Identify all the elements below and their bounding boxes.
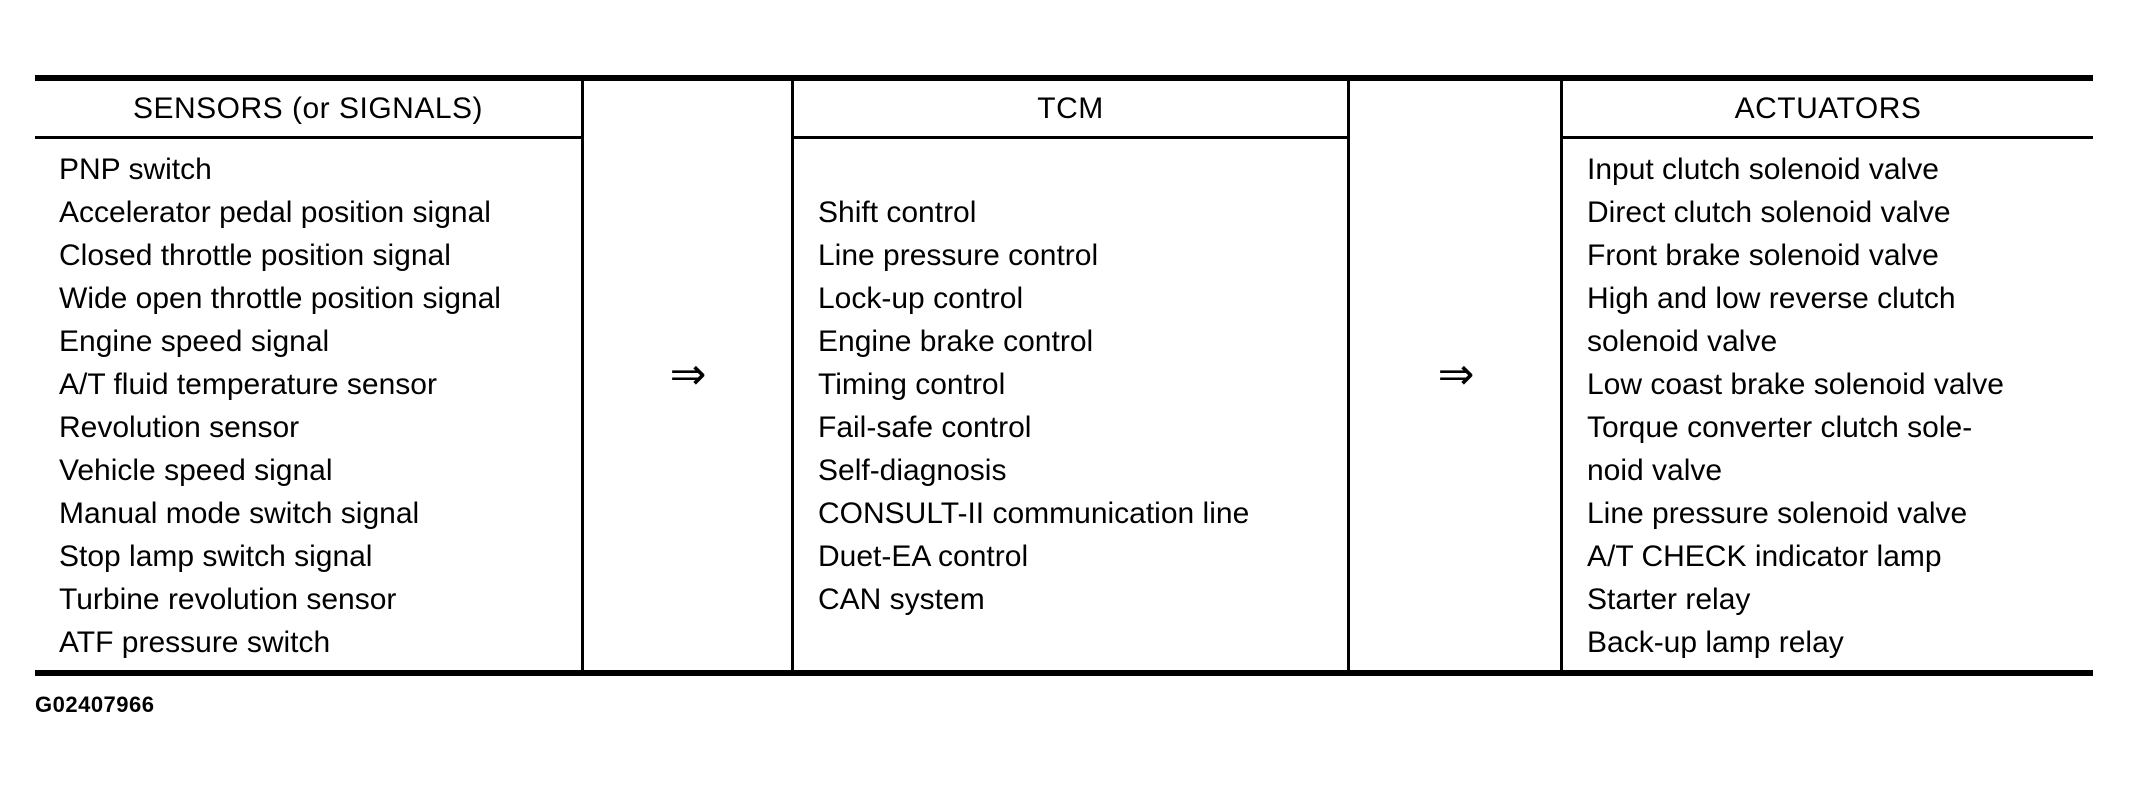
list-line: Fail-safe control [818, 411, 1032, 444]
list-line: A/T CHECK indicator lamp [1587, 540, 1942, 573]
list-line: ATF pressure switch [59, 626, 331, 659]
list-line: Lock-up control [818, 282, 1024, 315]
list-line: Revolution sensor [59, 411, 300, 444]
column-header-tcm-label: TCM [1037, 91, 1104, 125]
list-line: Stop lamp switch signal [59, 540, 373, 573]
list-line: Low coast brake solenoid valve [1587, 368, 2004, 401]
list-line: Back-up lamp relay [1587, 626, 1844, 659]
list-line: A/T fluid temperature sensor [59, 368, 437, 401]
list-line: CAN system [818, 583, 985, 616]
list-line: High and low reverse clutch [1587, 282, 1956, 315]
list-line: Direct clutch solenoid valve [1587, 196, 1951, 229]
table-bottom-rule [35, 670, 2093, 676]
list-line: Input clutch solenoid valve [1587, 153, 1939, 186]
list-line: solenoid valve [1587, 325, 1778, 358]
flow-arrow-icon-2: ⇒ [1437, 349, 1475, 400]
list-line: noid valve [1587, 454, 1723, 487]
list-line: Engine brake control [818, 325, 1094, 358]
list-line: Accelerator pedal position signal [59, 196, 491, 229]
list-line: Front brake solenoid valve [1587, 239, 1939, 272]
list-line: Line pressure control [818, 239, 1099, 272]
list-line: Torque converter clutch sole- [1587, 411, 1973, 444]
list-line: Starter relay [1587, 583, 1751, 616]
column-header-actuators-label: ACTUATORS [1734, 91, 1922, 125]
column-header-sensors-label: SENSORS (or SIGNALS) [132, 91, 484, 125]
list-line: Wide open throttle position signal [59, 282, 501, 315]
list-line: Turbine revolution sensor [59, 583, 397, 616]
column-header-actuators: ACTUATORS [1563, 81, 2093, 139]
table-top-rule [35, 75, 2093, 81]
flow-arrow-icon-1: ⇒ [669, 349, 707, 400]
list-line: Timing control [818, 368, 1006, 401]
list-line: Line pressure solenoid valve [1587, 497, 1968, 530]
figure-code: G02407966 [35, 692, 155, 717]
column-header-sensors: SENSORS (or SIGNALS) [35, 81, 581, 139]
list-line: Self-diagnosis [818, 454, 1007, 487]
list-line: Engine speed signal [59, 325, 330, 358]
list-line: Manual mode switch signal [59, 497, 420, 530]
list-line: Duet-EA control [818, 540, 1029, 573]
list-line: PNP switch [59, 153, 212, 186]
column-header-tcm: TCM [794, 81, 1347, 139]
list-line: CONSULT-II communication line [818, 497, 1250, 530]
list-line: Shift control [818, 196, 977, 229]
list-line: Closed throttle position signal [59, 239, 451, 272]
list-line: Vehicle speed signal [59, 454, 333, 487]
